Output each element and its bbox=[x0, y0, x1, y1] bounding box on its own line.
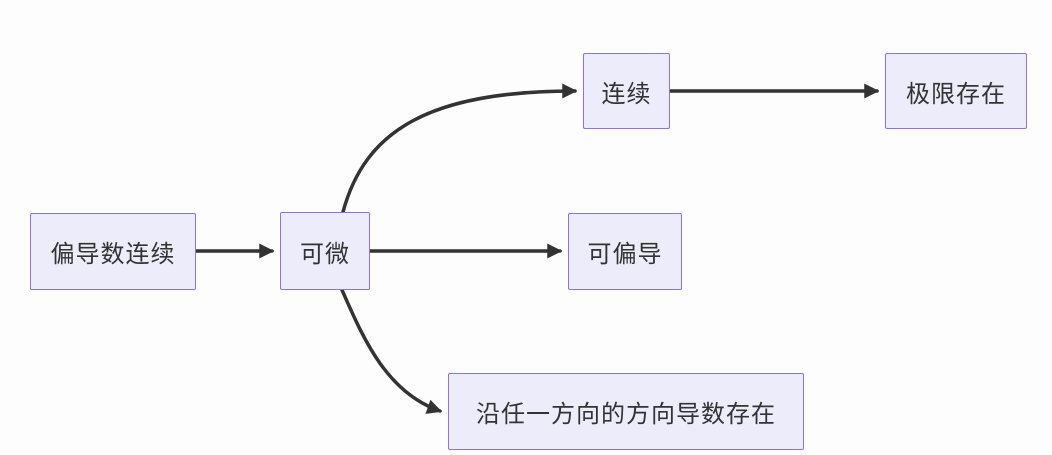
node-limit-exists: 极限存在 bbox=[885, 53, 1027, 129]
node-label: 连续 bbox=[601, 80, 652, 108]
node-continuous: 连续 bbox=[583, 53, 670, 129]
node-label: 偏导数连续 bbox=[50, 241, 176, 268]
node-directional-derivative: 沿任一方向的方向导数存在 bbox=[448, 373, 804, 450]
node-partial-deriv-continuous: 偏导数连续 bbox=[30, 213, 196, 290]
node-label: 极限存在 bbox=[906, 80, 1006, 108]
node-label: 沿任一方向的方向导数存在 bbox=[476, 401, 776, 428]
edge-differentiable-to-continuous bbox=[341, 83, 578, 214]
node-partially-differentiable: 可偏导 bbox=[568, 213, 682, 290]
node-label: 可微 bbox=[300, 240, 350, 268]
node-differentiable: 可微 bbox=[280, 212, 370, 290]
node-label: 可偏导 bbox=[587, 241, 663, 268]
edge-differentiable-to-directional-derivative bbox=[340, 288, 443, 414]
